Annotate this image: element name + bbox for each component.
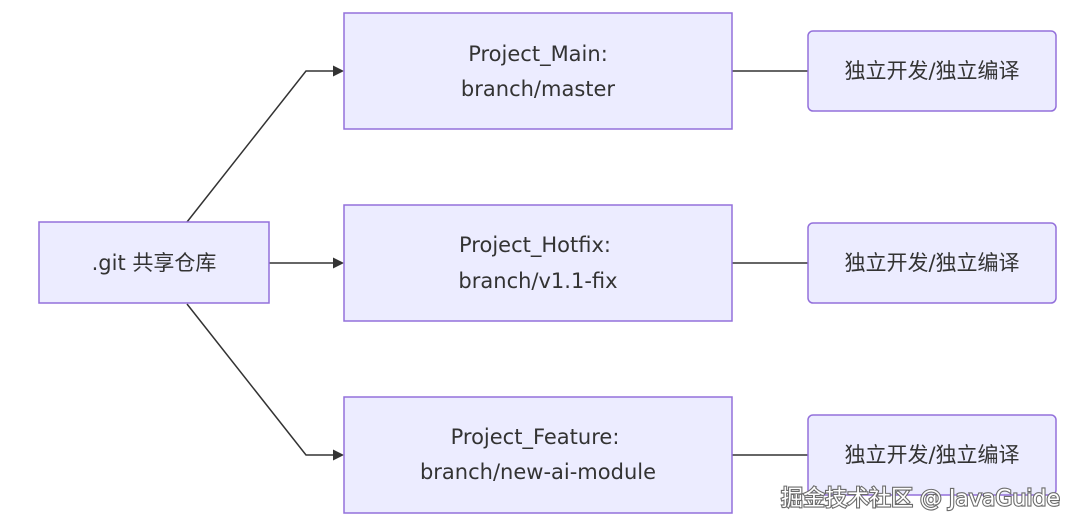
node-git-shared-repo-label: .git 共享仓库	[92, 251, 217, 275]
watermark: 掘金技术社区 @ JavaGuide	[781, 487, 1060, 512]
edge-source-to-feature	[186, 303, 334, 456]
arrowhead-main	[333, 65, 344, 77]
node-project-main-name: Project_Main:	[468, 42, 608, 67]
node-result-feature: 独立开发/独立编译	[807, 414, 1057, 496]
node-project-hotfix-branch: branch/v1.1-fix	[458, 269, 617, 293]
node-result-hotfix: 独立开发/独立编译	[807, 222, 1057, 304]
node-project-main: Project_Main: branch/master	[343, 12, 733, 130]
node-result-main: 独立开发/独立编译	[807, 30, 1057, 112]
node-project-main-branch: branch/master	[461, 77, 615, 101]
arrowhead-feature	[333, 449, 344, 461]
node-result-feature-label: 独立开发/独立编译	[844, 443, 1019, 467]
node-project-feature-name: Project_Feature:	[451, 425, 620, 450]
node-result-hotfix-label: 独立开发/独立编译	[844, 251, 1019, 275]
node-git-shared-repo: .git 共享仓库	[38, 221, 270, 304]
edge-source-to-main	[186, 70, 334, 223]
node-project-feature: Project_Feature: branch/new-ai-module	[343, 396, 733, 514]
arrowhead-hotfix	[333, 257, 344, 269]
node-project-hotfix: Project_Hotfix: branch/v1.1-fix	[343, 204, 733, 322]
node-result-main-label: 独立开发/独立编译	[844, 59, 1019, 83]
node-project-feature-branch: branch/new-ai-module	[420, 460, 656, 484]
node-project-hotfix-name: Project_Hotfix:	[459, 233, 611, 258]
